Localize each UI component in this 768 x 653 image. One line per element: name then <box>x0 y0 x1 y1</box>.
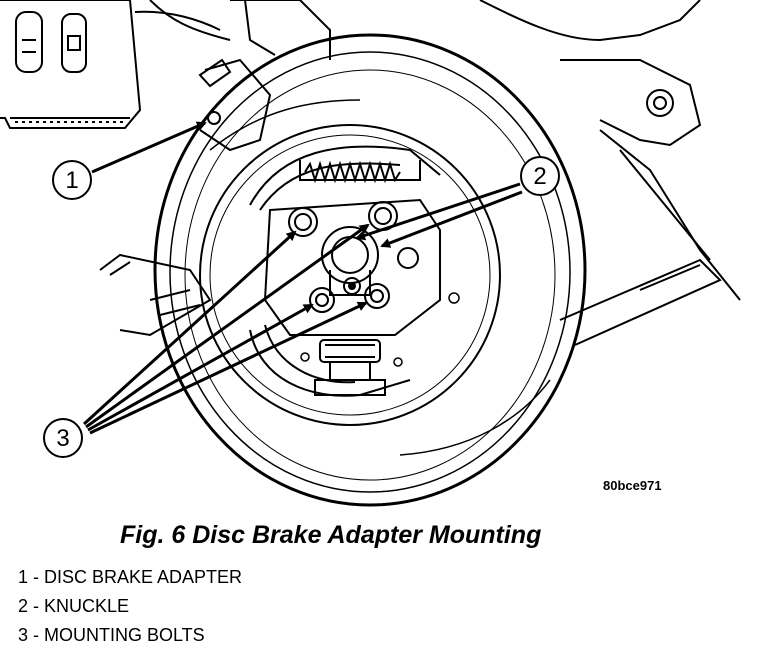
suspension-strut <box>198 0 741 301</box>
callout-3-arrow-1 <box>82 230 297 426</box>
mounting-bolt-upper-left <box>288 207 318 237</box>
return-spring <box>304 160 401 184</box>
callout-2-number: 2 <box>533 163 546 190</box>
figure-caption: Fig. 6 Disc Brake Adapter Mounting <box>120 521 542 549</box>
backing-plate-fasteners <box>300 292 460 367</box>
backing-plate <box>199 124 501 426</box>
callout-3-arrow-3 <box>87 303 314 432</box>
callout-1-number: 1 <box>65 167 78 194</box>
callout-1-arrow <box>91 121 207 174</box>
callout-2: 2 <box>355 156 560 248</box>
brake-drum <box>153 33 587 507</box>
legend-item: 2 - KNUCKLE <box>18 596 130 616</box>
legend-item: 1 - DISC BRAKE ADAPTER <box>18 567 243 587</box>
callout-2-arrow-upper <box>355 182 521 241</box>
legend-item: 3 - MOUNTING BOLTS <box>18 625 205 645</box>
hub-assembly <box>263 198 441 336</box>
legend-list: 1 - DISC BRAKE ADAPTER 2 - KNUCKLE 3 - M… <box>18 566 242 653</box>
brake-shoes <box>249 145 441 397</box>
callout-3: 3 <box>43 223 370 458</box>
callout-3-arrow-2 <box>85 223 370 429</box>
callout-3-arrow-4 <box>89 301 368 435</box>
callout-2-arrow-lower <box>380 190 523 248</box>
callout-1: 1 <box>52 121 207 200</box>
chassis-frame <box>0 0 231 129</box>
brake-illustration: 1 2 3 <box>0 0 741 507</box>
mounting-bolt-lower-left <box>309 287 335 313</box>
callout-3-number: 3 <box>56 425 69 452</box>
mounting-bolt-lower-right <box>364 283 390 309</box>
figure-code: 80bce971 <box>603 478 662 493</box>
